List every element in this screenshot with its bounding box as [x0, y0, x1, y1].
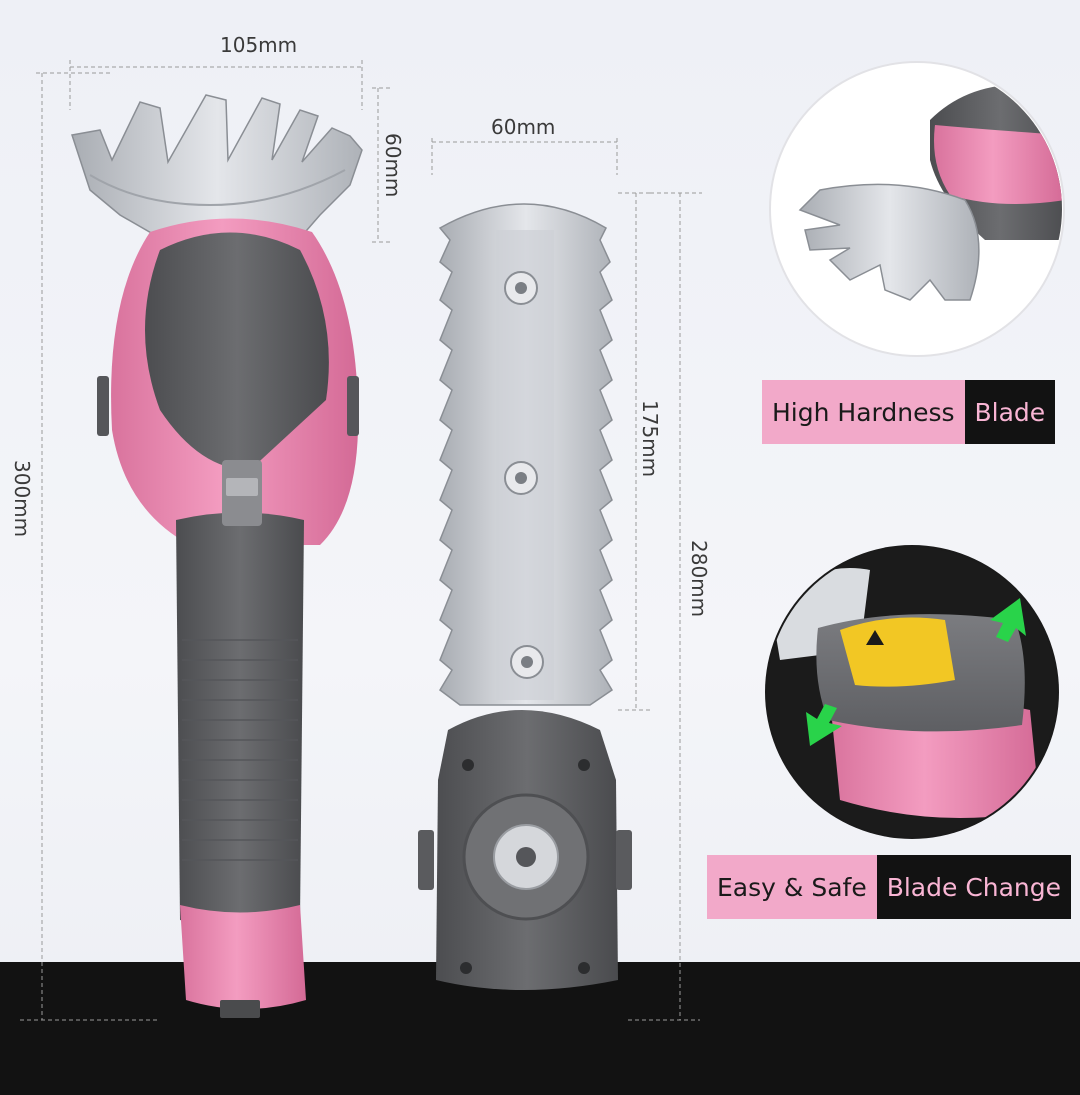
hedge-blade [438, 203, 614, 706]
blade-change-closeup [765, 545, 1059, 839]
dimension-105mm: 105mm [220, 33, 298, 57]
dimension-280mm: 280mm [687, 540, 711, 618]
dimension-300mm: 300mm [10, 460, 34, 538]
blade-closeup [769, 61, 1065, 357]
banner-high-hardness: High Hardness Blade [762, 380, 1056, 444]
banner-blade-change: Easy & Safe Blade Change [707, 855, 1072, 919]
warning-triangle-icon [866, 630, 884, 645]
banner-high-hardness-right: Blade [964, 380, 1056, 444]
banner-blade-change-right: Blade Change [876, 855, 1072, 919]
trimmer-body [97, 218, 359, 1018]
dimension-lines [20, 60, 702, 1021]
blade-housing [418, 710, 632, 990]
dimension-60mm-width: 60mm [491, 115, 556, 139]
shear-blade [71, 94, 363, 239]
banner-high-hardness-left: High Hardness [762, 380, 965, 444]
green-arrow-icon [806, 598, 1026, 746]
dimension-60mm-height: 60mm [381, 133, 405, 198]
banner-blade-change-left: Easy & Safe [707, 855, 877, 919]
dimension-175mm: 175mm [638, 400, 662, 478]
